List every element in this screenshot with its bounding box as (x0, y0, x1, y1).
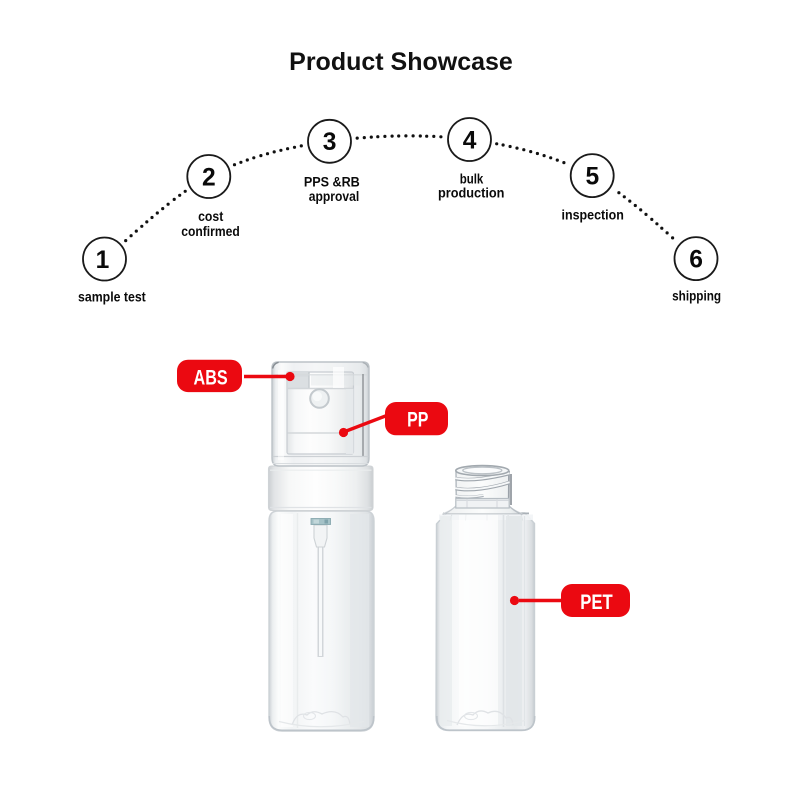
svg-text:3: 3 (323, 129, 337, 156)
svg-text:sample test: sample test (78, 289, 146, 305)
svg-text:Product Showcase: Product Showcase (289, 48, 513, 76)
svg-text:inspection: inspection (562, 207, 624, 223)
svg-text:approval: approval (309, 188, 359, 204)
svg-text:confirmed: confirmed (181, 223, 240, 239)
svg-text:1: 1 (96, 247, 110, 274)
svg-text:cost: cost (198, 208, 224, 224)
svg-text:ABS: ABS (194, 365, 228, 389)
svg-text:production: production (438, 185, 504, 201)
svg-text:bulk: bulk (460, 171, 484, 187)
svg-text:shipping: shipping (672, 288, 721, 304)
svg-text:5: 5 (585, 163, 599, 190)
svg-text:PPS &RB: PPS &RB (304, 174, 360, 190)
svg-text:4: 4 (463, 127, 477, 154)
svg-text:6: 6 (689, 246, 703, 273)
svg-text:PP: PP (407, 407, 428, 431)
svg-text:PET: PET (580, 591, 613, 614)
svg-text:2: 2 (202, 164, 216, 191)
